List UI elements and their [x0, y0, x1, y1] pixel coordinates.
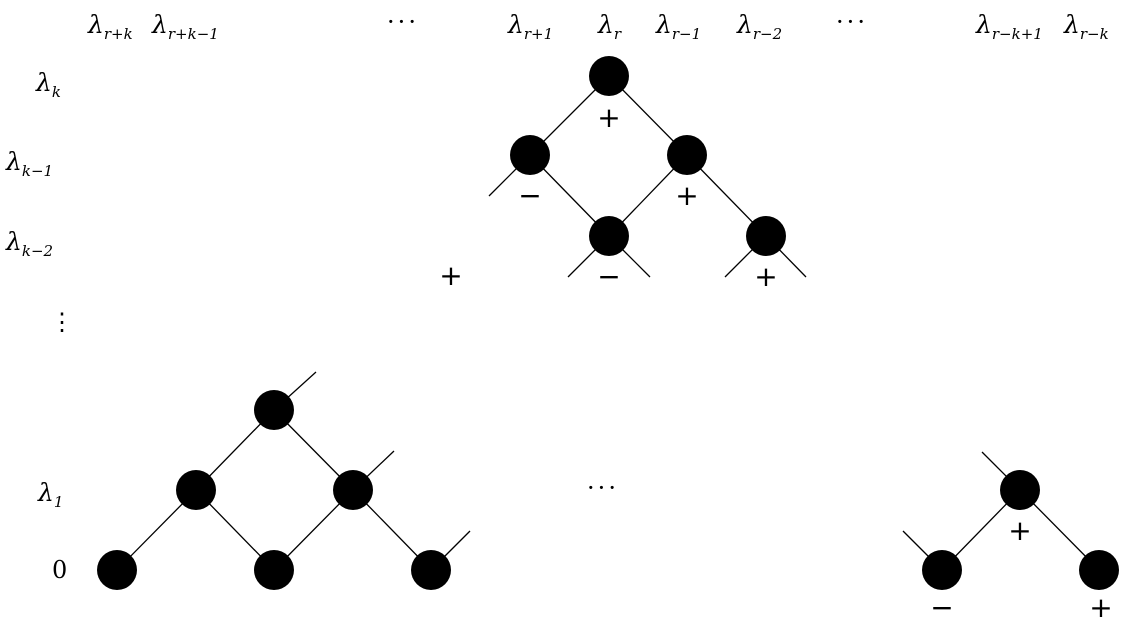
row-label-zero: 0: [52, 556, 68, 584]
row-label: λ1: [38, 478, 64, 511]
node: [411, 550, 451, 590]
node: [97, 550, 137, 590]
row-label: λk−2: [6, 227, 54, 260]
column-label: λr−2: [737, 10, 783, 43]
column-label: λr+1: [508, 10, 554, 43]
vertical-ellipsis: ⋮: [50, 308, 74, 336]
node: [254, 550, 294, 590]
node: [176, 470, 216, 510]
row-label: λk−1: [6, 147, 54, 180]
minus-sign: −: [518, 179, 542, 212]
column-label: λr−1: [656, 10, 702, 43]
node: [333, 470, 373, 510]
plus-sign: +: [597, 101, 621, 134]
plus-sign: +: [754, 260, 778, 293]
minus-sign: −: [597, 260, 621, 293]
ellipsis: ···: [836, 8, 868, 36]
node: [922, 550, 962, 590]
nodes: [97, 56, 1119, 590]
row-label: λk: [36, 68, 61, 101]
column-label: λr+k−1: [152, 10, 219, 43]
column-label: λr−k: [1064, 10, 1109, 43]
node: [589, 216, 629, 256]
node: [1000, 470, 1040, 510]
column-label: λr+k: [88, 10, 133, 43]
plus-sign: +: [439, 259, 463, 292]
plus-sign: +: [1089, 591, 1113, 624]
ellipsis: ···: [587, 474, 619, 502]
plus-sign: +: [1008, 514, 1032, 547]
column-label: λr: [598, 10, 622, 43]
node: [254, 390, 294, 430]
minus-sign: −: [930, 591, 954, 624]
node: [667, 135, 707, 175]
node: [746, 216, 786, 256]
node: [589, 56, 629, 96]
node: [510, 135, 550, 175]
ellipsis: ···: [387, 8, 419, 36]
column-label: λr−k+1: [976, 10, 1043, 43]
node: [1079, 550, 1119, 590]
plus-sign: +: [675, 179, 699, 212]
